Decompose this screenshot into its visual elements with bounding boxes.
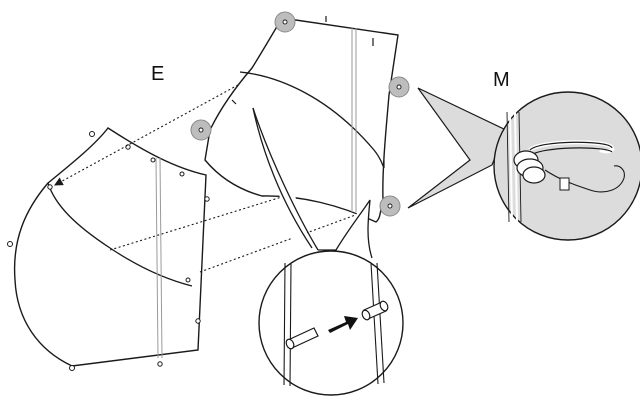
callout-knot (407, 87, 640, 241)
guide-bottom (199, 205, 381, 273)
pin-rails (283, 262, 385, 387)
callout-knot-circle (493, 91, 640, 241)
alignment-guides (54, 84, 384, 273)
knot-clip (559, 177, 570, 191)
upper-ticks (231, 16, 385, 168)
knot-rail-b (514, 111, 518, 223)
left-panel-outline (13, 127, 207, 367)
left-panel-seam (47, 182, 193, 287)
label-e: E (151, 63, 165, 85)
callout-pin-pointer-right (318, 199, 373, 259)
callout-pin-pointer (252, 108, 376, 262)
guide-top (54, 84, 239, 186)
upper-panel-outline (204, 17, 399, 223)
arrow-right-icon (328, 316, 358, 333)
label-m: M (493, 69, 510, 91)
left-panel (7, 127, 210, 371)
marker-dots (198, 19, 402, 209)
callout-pin-pointer-mid (252, 107, 319, 251)
callout-pin (252, 107, 404, 396)
pin-icon (285, 300, 389, 350)
left-rail-a (155, 157, 159, 359)
callout-pin-circle (258, 250, 404, 396)
attachment-markers (190, 11, 410, 217)
knot-icon (513, 140, 625, 193)
callout-knot-pointer (407, 87, 507, 209)
upper-panel-seam (239, 71, 384, 167)
knot-rail-a (509, 111, 513, 223)
left-rail-b (159, 157, 163, 359)
upper-panel (190, 11, 410, 223)
callout-pin-pointer-left (252, 107, 313, 249)
